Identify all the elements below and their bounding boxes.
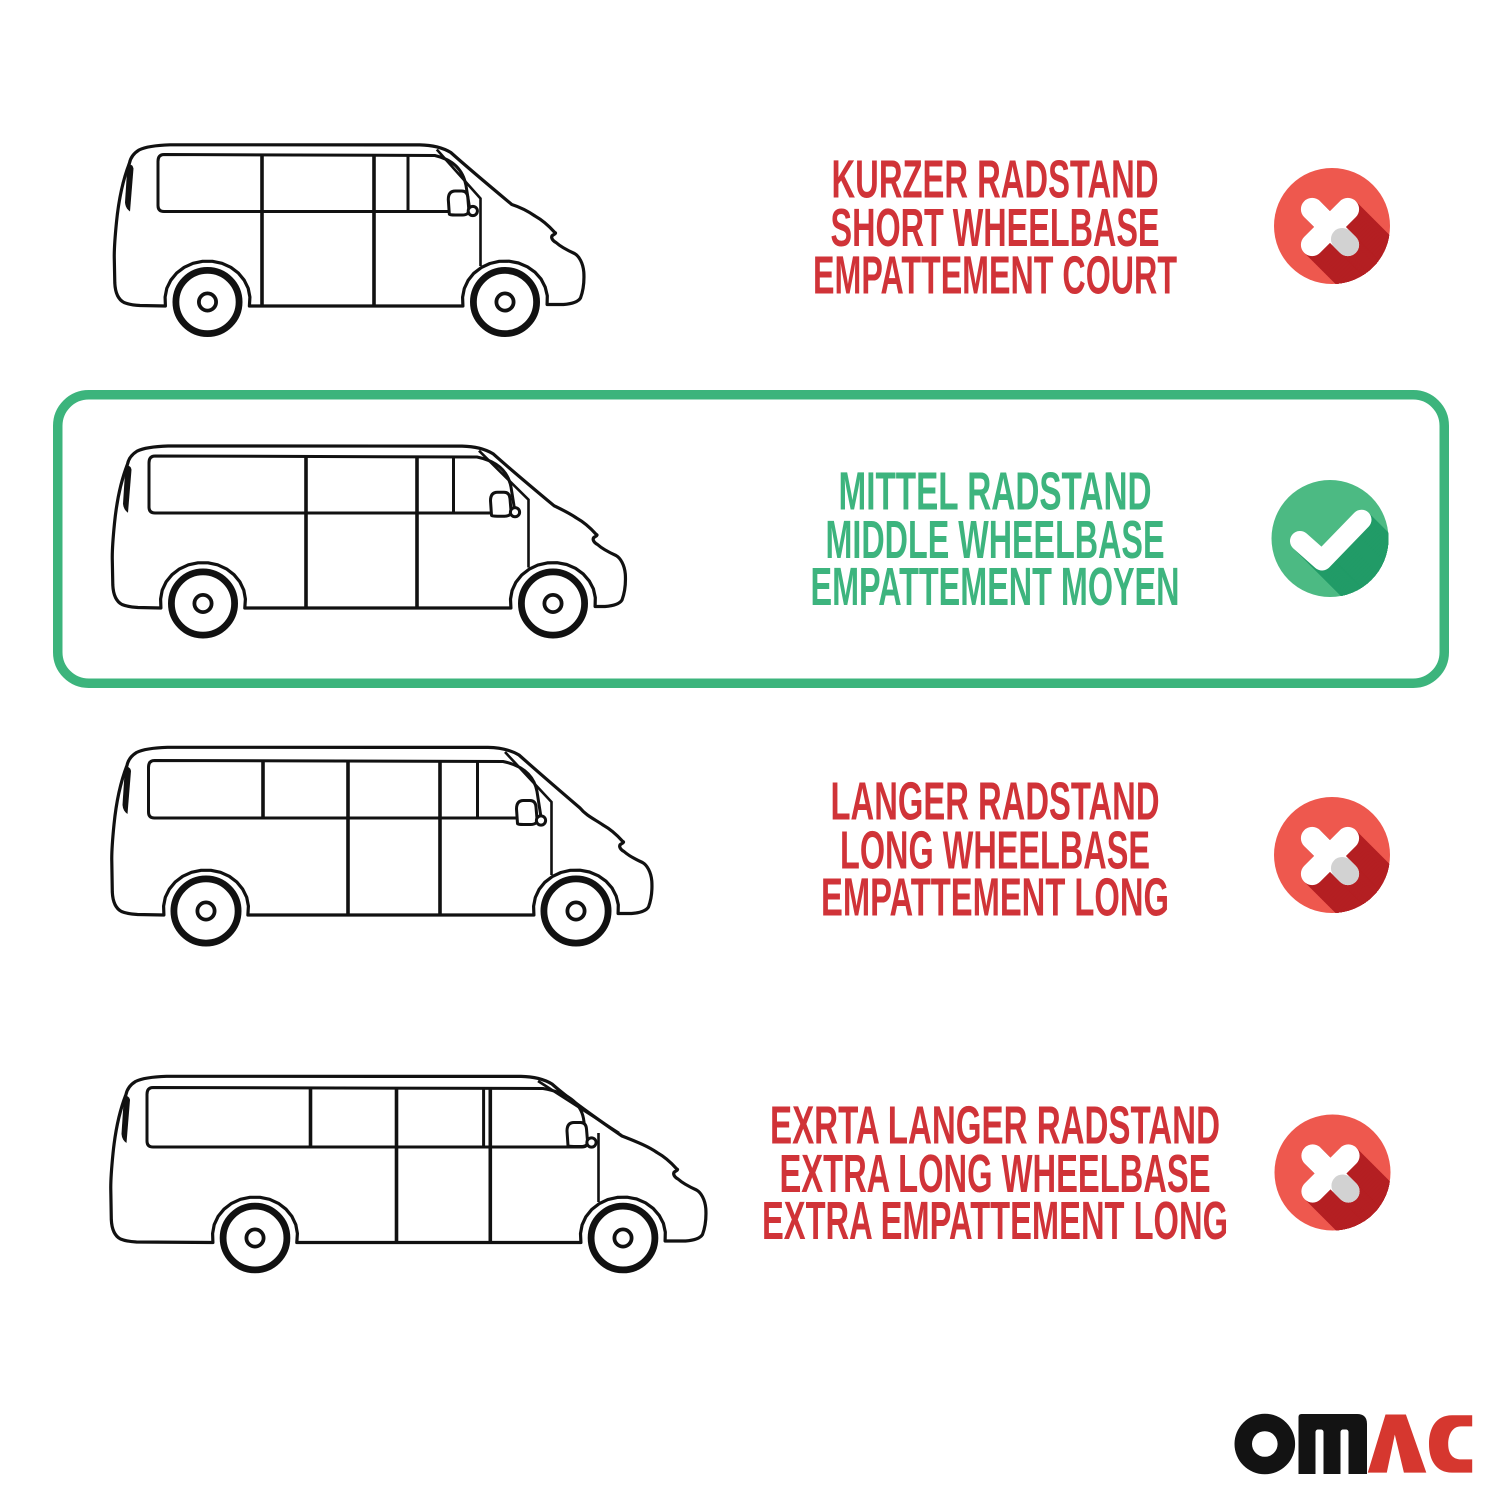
svg-text:EXTRA EMPATTEMENT LONG: EXTRA EMPATTEMENT LONG — [762, 1191, 1228, 1251]
svg-text:EMPATTEMENT MOYEN: EMPATTEMENT MOYEN — [811, 557, 1180, 617]
svg-text:MITTEL RADSTAND: MITTEL RADSTAND — [839, 462, 1152, 522]
svg-text:SHORT WHEELBASE: SHORT WHEELBASE — [831, 198, 1160, 258]
svg-text:EXRTA LANGER RADSTAND: EXRTA LANGER RADSTAND — [770, 1096, 1220, 1156]
svg-text:KURZER RADSTAND: KURZER RADSTAND — [832, 150, 1159, 210]
svg-text:EXTRA LONG WHEELBASE: EXTRA LONG WHEELBASE — [780, 1144, 1211, 1204]
svg-text:MIDDLE WHEELBASE: MIDDLE WHEELBASE — [826, 510, 1165, 570]
svg-text:EMPATTEMENT COURT: EMPATTEMENT COURT — [813, 246, 1177, 306]
svg-text:EMPATTEMENT LONG: EMPATTEMENT LONG — [821, 868, 1169, 928]
svg-text:LANGER RADSTAND: LANGER RADSTAND — [831, 772, 1160, 832]
svg-text:LONG WHEELBASE: LONG WHEELBASE — [840, 821, 1150, 881]
